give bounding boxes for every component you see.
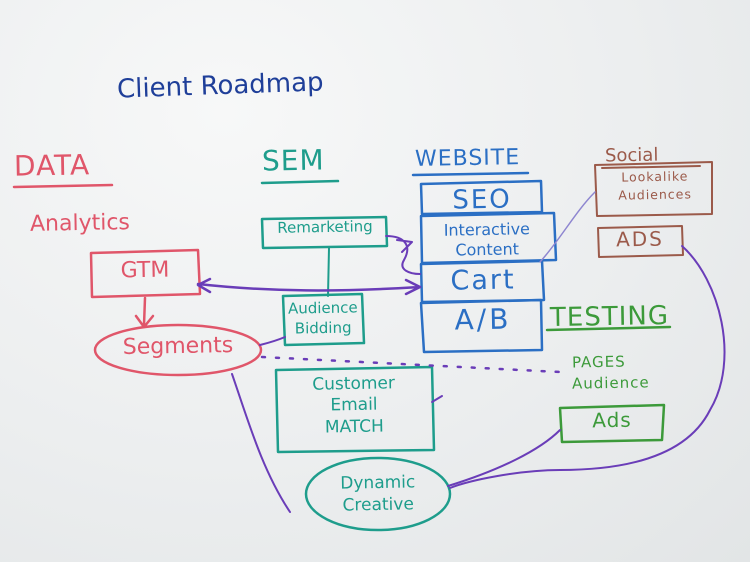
analytics-label: Analytics (29, 210, 131, 237)
cart-box (419, 259, 546, 304)
sem-heading: SEM (261, 143, 325, 178)
interactive-content-box (419, 211, 558, 265)
remarketing-box (260, 215, 389, 250)
seo-box (419, 179, 544, 216)
segments-ellipse (93, 323, 263, 377)
customer-email-match-label: Customer Email MATCH (275, 373, 432, 439)
testing-heading: TESTING (549, 300, 670, 334)
dynamic-creative-line-1: Dynamic (340, 472, 416, 494)
gtm-cart-double-arrow (196, 277, 422, 296)
lookalike-box (594, 161, 713, 217)
sem-heading-underline (260, 179, 340, 185)
gtm-label: GTM (120, 257, 170, 284)
data-heading: DATA (13, 148, 91, 183)
gtm-to-segments-arrow (134, 296, 155, 329)
customer-email-box (274, 365, 436, 454)
social-ads-label: ADS (615, 226, 665, 252)
interactive-content-line-1: Interactive (443, 219, 531, 240)
ab-box (419, 298, 544, 354)
interactive-content-line-2: Content (455, 239, 520, 260)
testing-ads-label: Ads (592, 407, 632, 433)
seo-label: SEO (452, 184, 512, 216)
website-heading: WEBSITE (414, 145, 521, 172)
testing-heading-underline (545, 325, 672, 332)
pages-label: PAGES (571, 352, 626, 372)
data-heading-underline (12, 183, 114, 189)
audience-bidding-label: Audience Bidding (283, 297, 364, 339)
testing-ads-box (558, 403, 666, 444)
segments-to-audience-line (259, 336, 286, 346)
remarketing-to-audience-line (327, 247, 330, 297)
dynamic-creative-ellipse (304, 456, 452, 532)
customer-email-line-1: Customer (312, 373, 396, 395)
website-to-lookalike-line (539, 191, 596, 263)
gtm-box (89, 248, 202, 299)
audience-bidding-line-2: Bidding (294, 318, 352, 338)
customer-email-connector (431, 395, 443, 403)
segments-label: Segments (122, 333, 234, 360)
social-heading-underline (601, 165, 701, 169)
lookalike-line-1: Lookalike (621, 168, 689, 185)
ab-label: A/B (454, 302, 512, 337)
remarketing-label: Remarketing (277, 217, 373, 237)
customer-email-line-2: Email (330, 394, 378, 416)
audience-bidding-box (281, 292, 366, 347)
social-heading: Social (604, 144, 659, 167)
customer-email-line-3: MATCH (324, 415, 385, 438)
segments-to-dynamic-curve (231, 373, 291, 513)
remarketing-to-website-arrow (385, 235, 421, 275)
board-title: Client Roadmap (116, 67, 325, 105)
testing-audience-label: Audience (571, 373, 650, 393)
website-heading-underline (411, 171, 530, 177)
interactive-content-label: Interactive Content (420, 219, 555, 261)
audience-bidding-line-1: Audience (287, 298, 358, 318)
social-ads-box (597, 225, 684, 258)
dynamic-creative-label: Dynamic Creative (312, 471, 445, 517)
lookalike-line-2: Audiences (618, 186, 693, 203)
lookalike-audiences-label: Lookalike Audiences (596, 167, 715, 205)
dynamic-creative-line-2: Creative (342, 494, 415, 516)
cart-label: Cart (450, 264, 516, 297)
social-ads-to-testing-ads-curve (449, 245, 726, 489)
dynamic-to-testing-ads-curve (447, 429, 561, 487)
